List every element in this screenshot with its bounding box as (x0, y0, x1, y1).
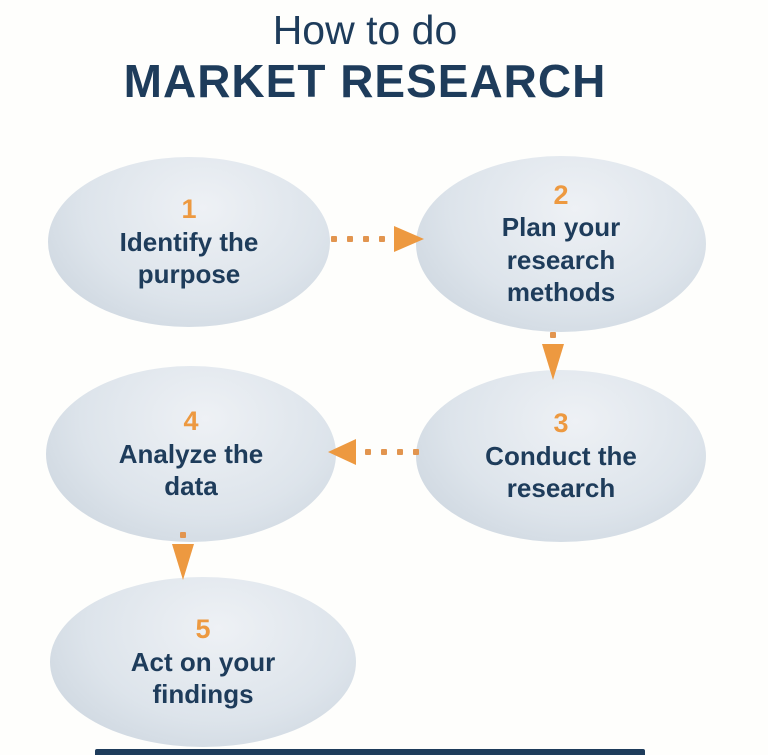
arrow-dot (365, 449, 371, 455)
step-3-number: 3 (553, 408, 569, 439)
step-4-label: Analyze the data (118, 438, 264, 502)
arrow-dot (331, 236, 337, 242)
step-4-number: 4 (183, 406, 199, 437)
step-3-label: Conduct the research (485, 440, 637, 504)
step-4-ellipse: 4 Analyze the data (46, 366, 336, 542)
arrow-dot (397, 449, 403, 455)
title-line-1: How to do (272, 7, 458, 53)
arrow-dot (180, 532, 186, 538)
arrow-down-icon (542, 329, 564, 380)
step-1-label: Identify the purpose (119, 226, 259, 290)
page-title: How to do MARKET RESEARCH (0, 6, 730, 108)
arrow-dot (550, 332, 556, 338)
arrow-dot (381, 449, 387, 455)
step-1-ellipse: 1 Identify the purpose (48, 157, 330, 327)
arrow-down-icon (172, 529, 194, 580)
step-2-number: 2 (553, 180, 569, 211)
arrow-dot (379, 236, 385, 242)
arrowhead-down-icon (542, 344, 564, 380)
step-1-number: 1 (181, 194, 197, 225)
step-2-ellipse: 2 Plan your research methods (416, 156, 706, 332)
title-line-2: MARKET RESEARCH (123, 55, 607, 108)
step-5-number: 5 (195, 614, 211, 645)
arrowhead-right-icon (394, 226, 424, 252)
step-5-ellipse: 5 Act on your findings (50, 577, 356, 747)
arrowhead-down-icon (172, 544, 194, 580)
arrowhead-left-icon (328, 439, 356, 465)
arrow-dot (347, 236, 353, 242)
arrow-left-icon (328, 439, 424, 465)
step-3-ellipse: 3 Conduct the research (416, 370, 706, 542)
step-2-label: Plan your research methods (501, 212, 621, 308)
step-5-label: Act on your findings (130, 646, 276, 710)
arrow-dot (413, 449, 419, 455)
bottom-divider-bar (95, 749, 645, 755)
arrow-right-icon (326, 226, 424, 252)
arrow-dot (363, 236, 369, 242)
